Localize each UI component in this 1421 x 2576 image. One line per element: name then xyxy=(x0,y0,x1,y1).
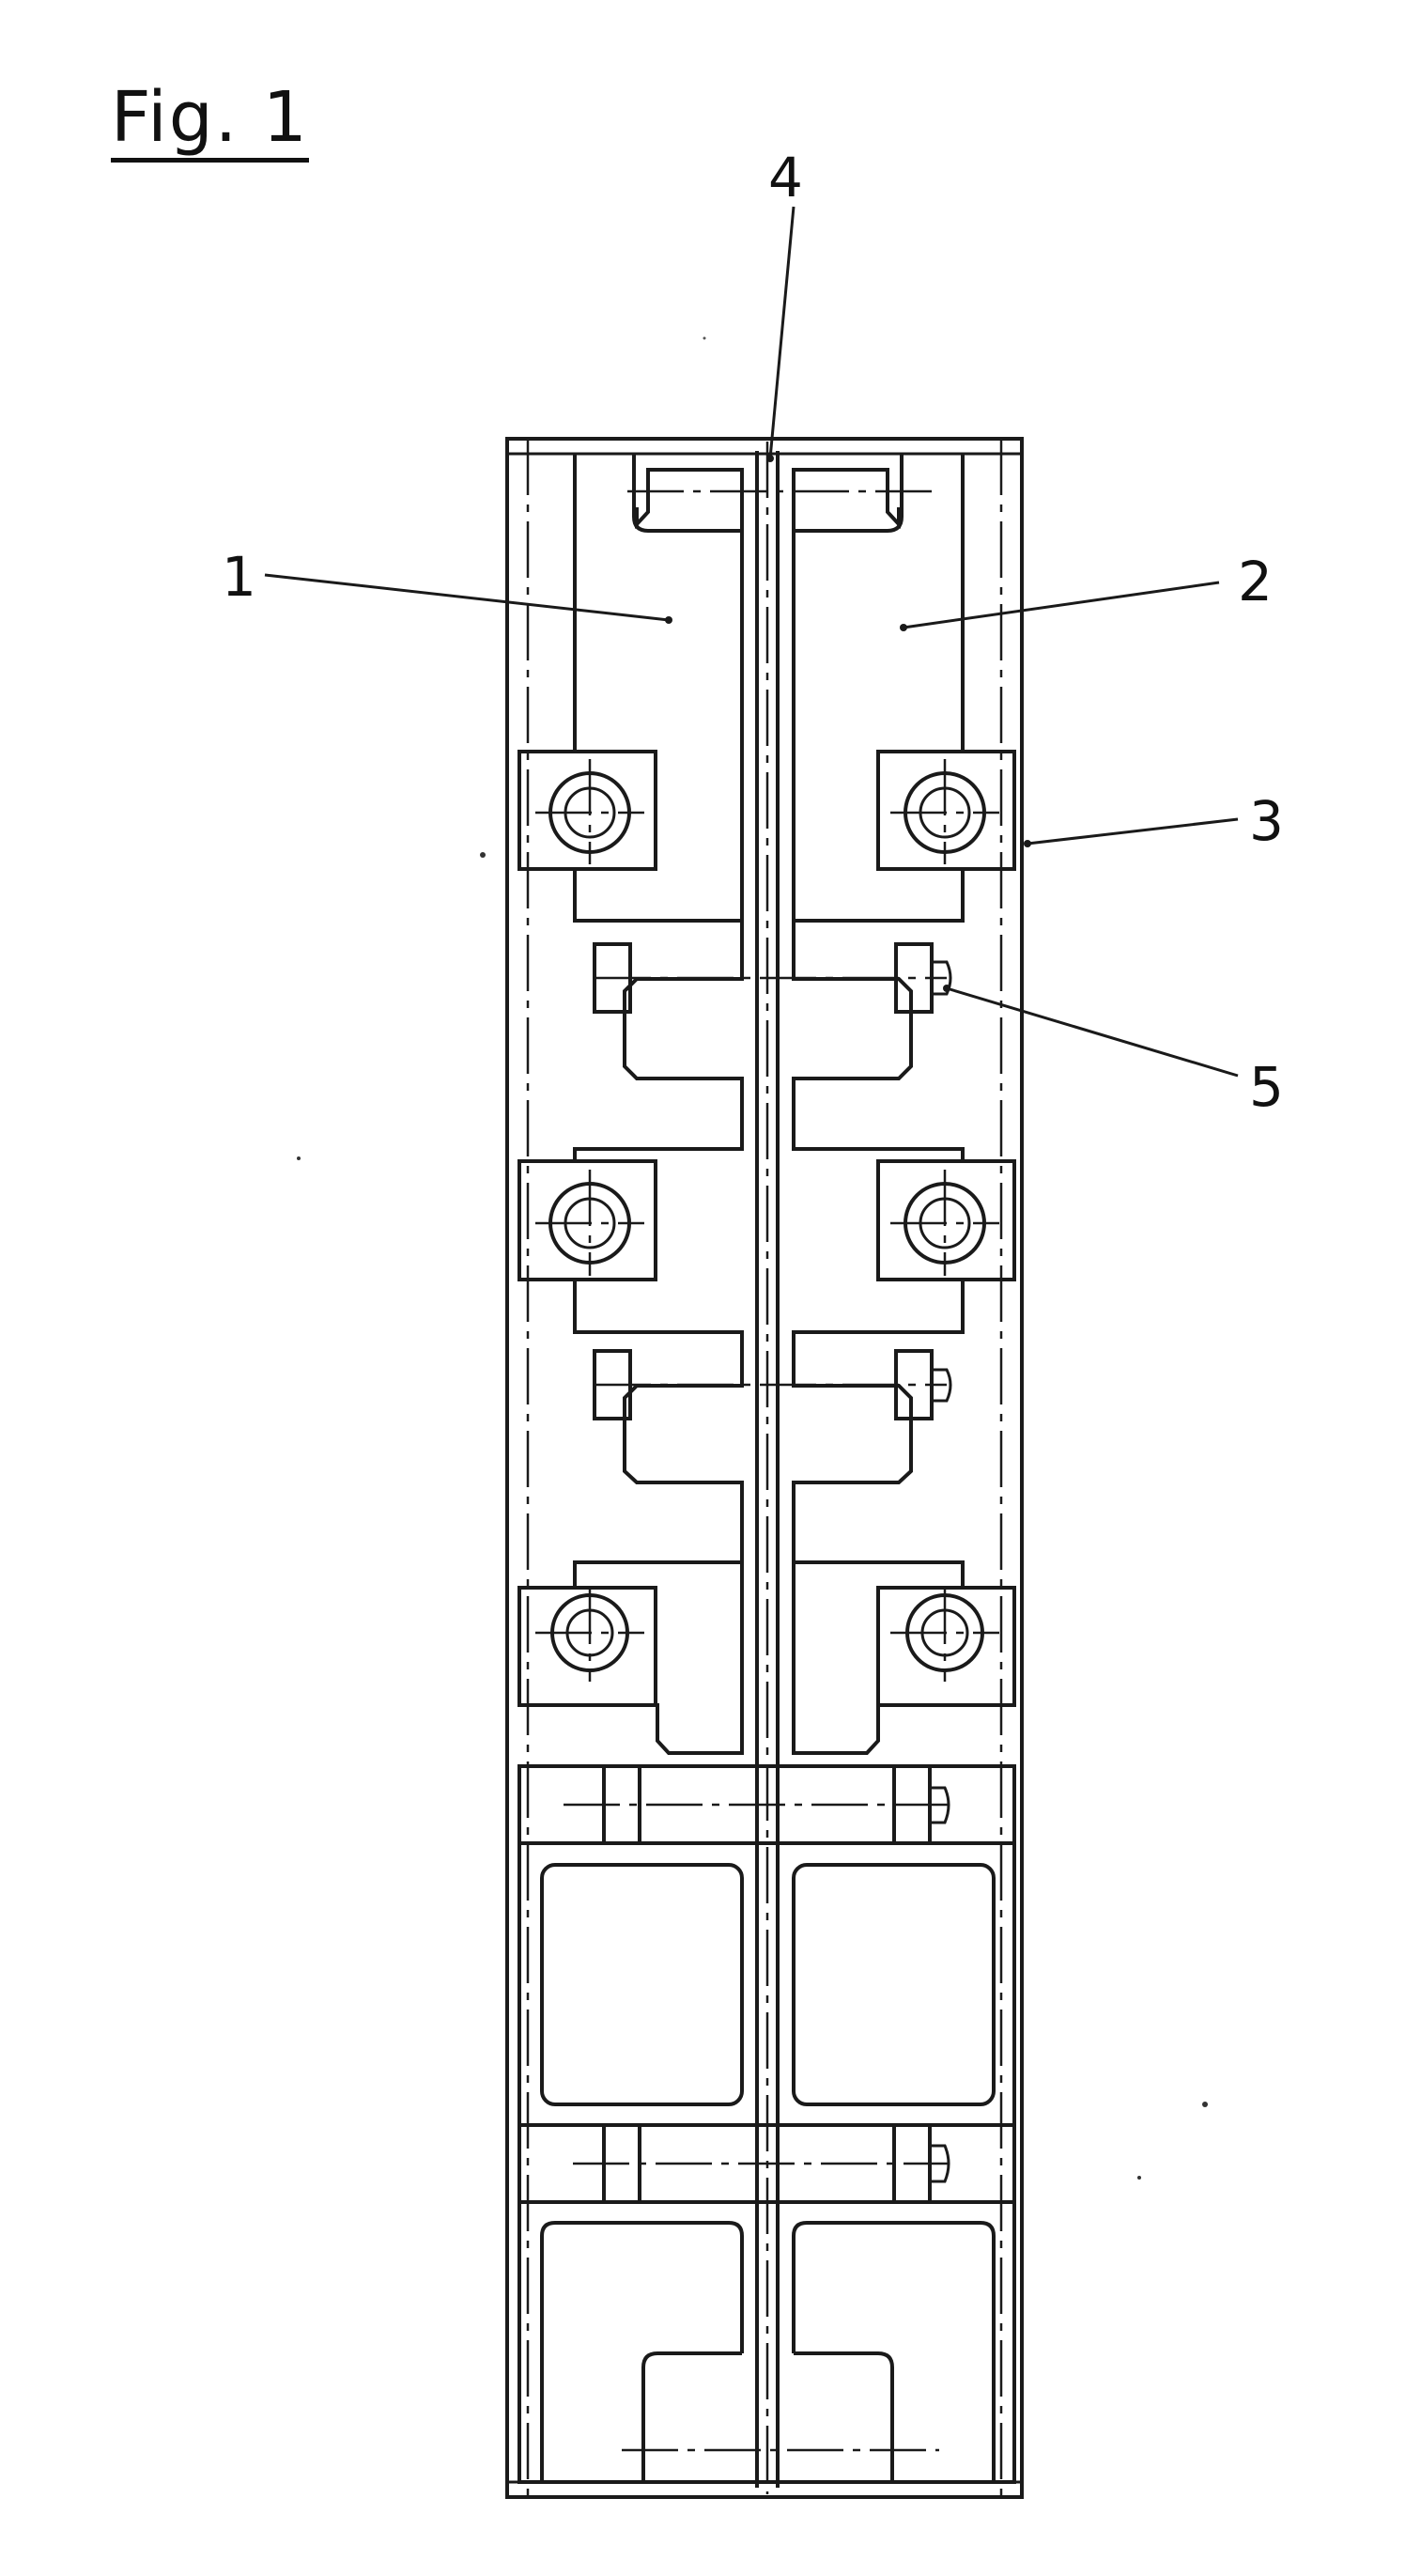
bolt-block-left-3 xyxy=(519,1588,656,1705)
bolt-block-left-1 xyxy=(519,752,656,869)
tie-bolt-1 xyxy=(595,944,950,1012)
leader-lines xyxy=(265,207,1238,1076)
bolt-block-right-2 xyxy=(878,1161,1014,1280)
outer-housing xyxy=(507,439,1022,2497)
tie-bolt-2 xyxy=(595,1351,950,1419)
central-divider xyxy=(757,442,778,2494)
element-2-outline xyxy=(794,454,1014,1753)
bottom-flange xyxy=(622,2353,939,2482)
bolt-block-right-1 xyxy=(878,752,1014,869)
bolt-block-right-3 xyxy=(878,1588,1014,1705)
bolt-block-left-2 xyxy=(519,1161,656,1280)
element-1-outline xyxy=(519,454,742,1753)
top-flange xyxy=(627,454,937,531)
scan-specks xyxy=(297,337,1208,2180)
